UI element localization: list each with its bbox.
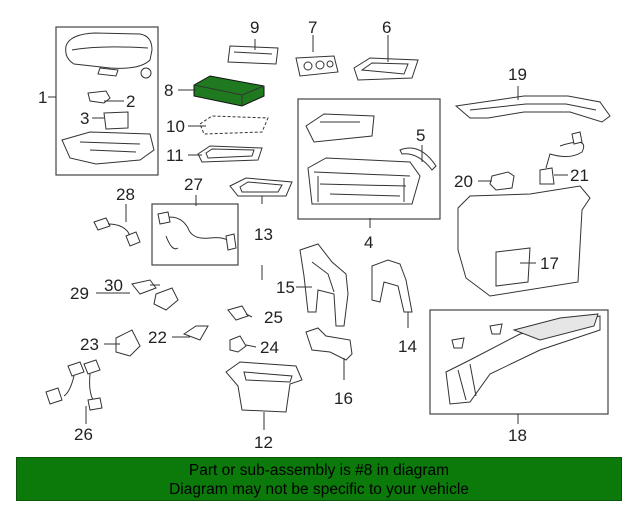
group-box-27 — [151, 203, 239, 266]
part-10-mat — [199, 115, 269, 135]
callout-21: 21 — [570, 166, 589, 185]
callout-8: 8 — [164, 81, 173, 100]
part-5-trim — [399, 147, 437, 171]
callout-23: 23 — [80, 335, 99, 354]
part-24-sensor — [229, 335, 247, 353]
part-4-storage-bin — [305, 113, 421, 205]
callout-22: 22 — [148, 328, 167, 347]
callout-24: 24 — [260, 338, 279, 357]
callout-16: 16 — [334, 389, 353, 408]
callout-27: 27 — [184, 175, 203, 194]
part-26-harness — [45, 359, 103, 411]
part-11-mat — [197, 145, 263, 163]
part-16-bracket — [305, 327, 353, 361]
part-28-harness — [93, 217, 141, 247]
part-8-highlighted — [193, 75, 265, 107]
part-14-bracket — [371, 259, 413, 313]
callout-30: 30 — [104, 276, 123, 295]
parts-diagram: 1 2 3 4 5 6 7 8 9 10 11 12 13 14 15 16 1… — [38, 18, 611, 452]
callout-4: 4 — [364, 233, 373, 252]
callout-14: 14 — [398, 337, 417, 356]
part-29-bracket — [153, 287, 179, 311]
part-18-console-panel — [445, 313, 601, 405]
callout-9: 9 — [250, 18, 259, 37]
callout-2: 2 — [126, 92, 135, 111]
callout-11: 11 — [166, 146, 184, 165]
callout-3: 3 — [80, 109, 89, 128]
callout-20: 20 — [454, 172, 473, 191]
callout-6: 6 — [382, 18, 391, 37]
part-23-module — [115, 329, 141, 357]
part-armrest-lid — [65, 32, 153, 79]
callout-13: 13 — [254, 225, 273, 244]
callout-10: 10 — [166, 117, 185, 136]
part-22-clip — [182, 325, 209, 341]
part-21-harness — [539, 131, 585, 185]
callout-29: 29 — [70, 284, 89, 303]
part-13-mat — [229, 177, 293, 197]
callout-18: 18 — [508, 426, 527, 445]
callout-25: 25 — [264, 308, 283, 327]
part-20-switch — [489, 171, 515, 191]
banner-line-2: Diagram may not be specific to your vehi… — [169, 481, 469, 498]
part-3-bracket — [103, 111, 129, 130]
callout-17: 17 — [540, 254, 559, 273]
group-box-4 — [297, 98, 441, 220]
callout-28: 28 — [116, 185, 135, 204]
callout-15: 15 — [276, 278, 295, 297]
callout-26: 26 — [74, 425, 93, 444]
callout-5: 5 — [416, 126, 425, 145]
part-7-cupholder-insert — [295, 55, 339, 77]
part-6-mat — [353, 57, 419, 81]
part-17-side-panel — [457, 185, 591, 297]
group-box-18 — [429, 309, 609, 415]
part-15-bracket — [299, 243, 349, 327]
group-box-1 — [55, 26, 159, 176]
banner-line-1: Part or sub-assembly is #8 in diagram — [188, 462, 450, 479]
part-9-pad — [227, 45, 279, 65]
part-19-bracket — [454, 95, 611, 123]
callout-12: 12 — [254, 433, 273, 452]
part-12-storage-tray — [225, 361, 303, 413]
part-27-harness — [157, 211, 237, 251]
part-30-clip — [131, 279, 157, 295]
callout-1: 1 — [38, 88, 47, 107]
part-armrest-base — [61, 131, 155, 165]
info-banner: Part or sub-assembly is #8 in diagram Di… — [16, 457, 622, 501]
callout-7: 7 — [308, 18, 317, 37]
callout-19: 19 — [508, 65, 527, 84]
part-25-clip — [227, 305, 249, 321]
